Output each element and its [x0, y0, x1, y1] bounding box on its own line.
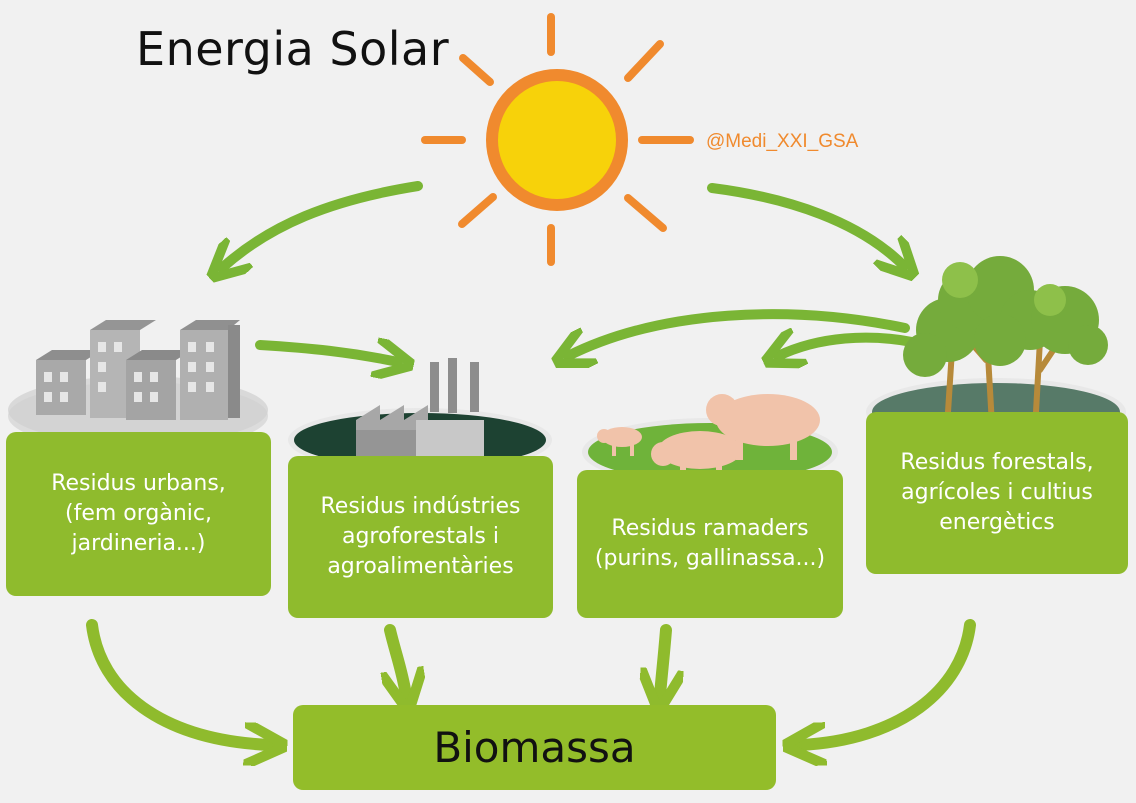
page-title: Energia Solar [136, 22, 450, 76]
arrow-industry-to-biomass [390, 624, 406, 695]
arrow-urban-to-industry [255, 345, 398, 362]
arrow-sun-to-forest [707, 183, 904, 266]
arrow-sun-to-urban [222, 181, 423, 268]
sun-icon [421, 13, 694, 266]
pigs-icon [597, 394, 820, 480]
flow-arrows [222, 181, 917, 362]
biomass-arrows [86, 619, 976, 745]
card-forest-waste: Residus forestals, agrícoles i cultius e… [866, 412, 1128, 574]
arrow-forest-to-industry [568, 309, 910, 356]
arrow-livestock-to-biomass [660, 624, 666, 695]
card-industry-waste: Residus indústries agroforestals i agroa… [288, 456, 553, 618]
biomass-result: Biomassa [293, 705, 776, 790]
card-livestock-waste: Residus ramaders (purins, gallinassa...) [577, 470, 843, 618]
arrow-forest-to-biomass [800, 619, 976, 745]
credit-handle: @Medi_XXI_GSA [706, 131, 859, 152]
card-urban-waste: Residus urbans, (fem orgànic, jardineria… [6, 432, 271, 596]
trees-icon [903, 256, 1108, 428]
arrow-urban-to-biomass [86, 619, 270, 745]
arrow-forest-to-livestock [778, 338, 917, 356]
buildings-icon [36, 320, 240, 420]
